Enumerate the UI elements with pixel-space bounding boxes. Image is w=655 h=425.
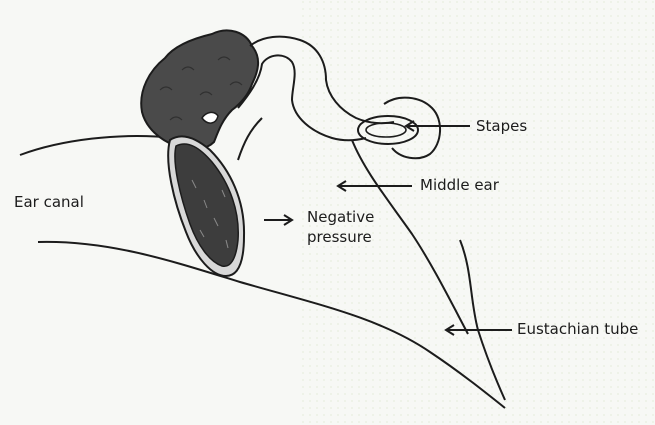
arrow-negative-pressure	[264, 215, 292, 225]
label-negative-pressure-line1: Negative	[307, 208, 374, 226]
ear-canal-upper-wall	[20, 136, 175, 155]
label-middle-ear: Middle ear	[420, 176, 499, 194]
label-eustachian-tube: Eustachian tube	[517, 320, 638, 338]
incus-lower-process	[238, 118, 262, 160]
label-ear-canal: Ear canal	[14, 193, 84, 211]
label-negative-pressure-line2: pressure	[307, 228, 372, 246]
label-stapes: Stapes	[476, 117, 527, 135]
eardrum	[168, 136, 244, 276]
malleus-mass	[141, 30, 258, 149]
